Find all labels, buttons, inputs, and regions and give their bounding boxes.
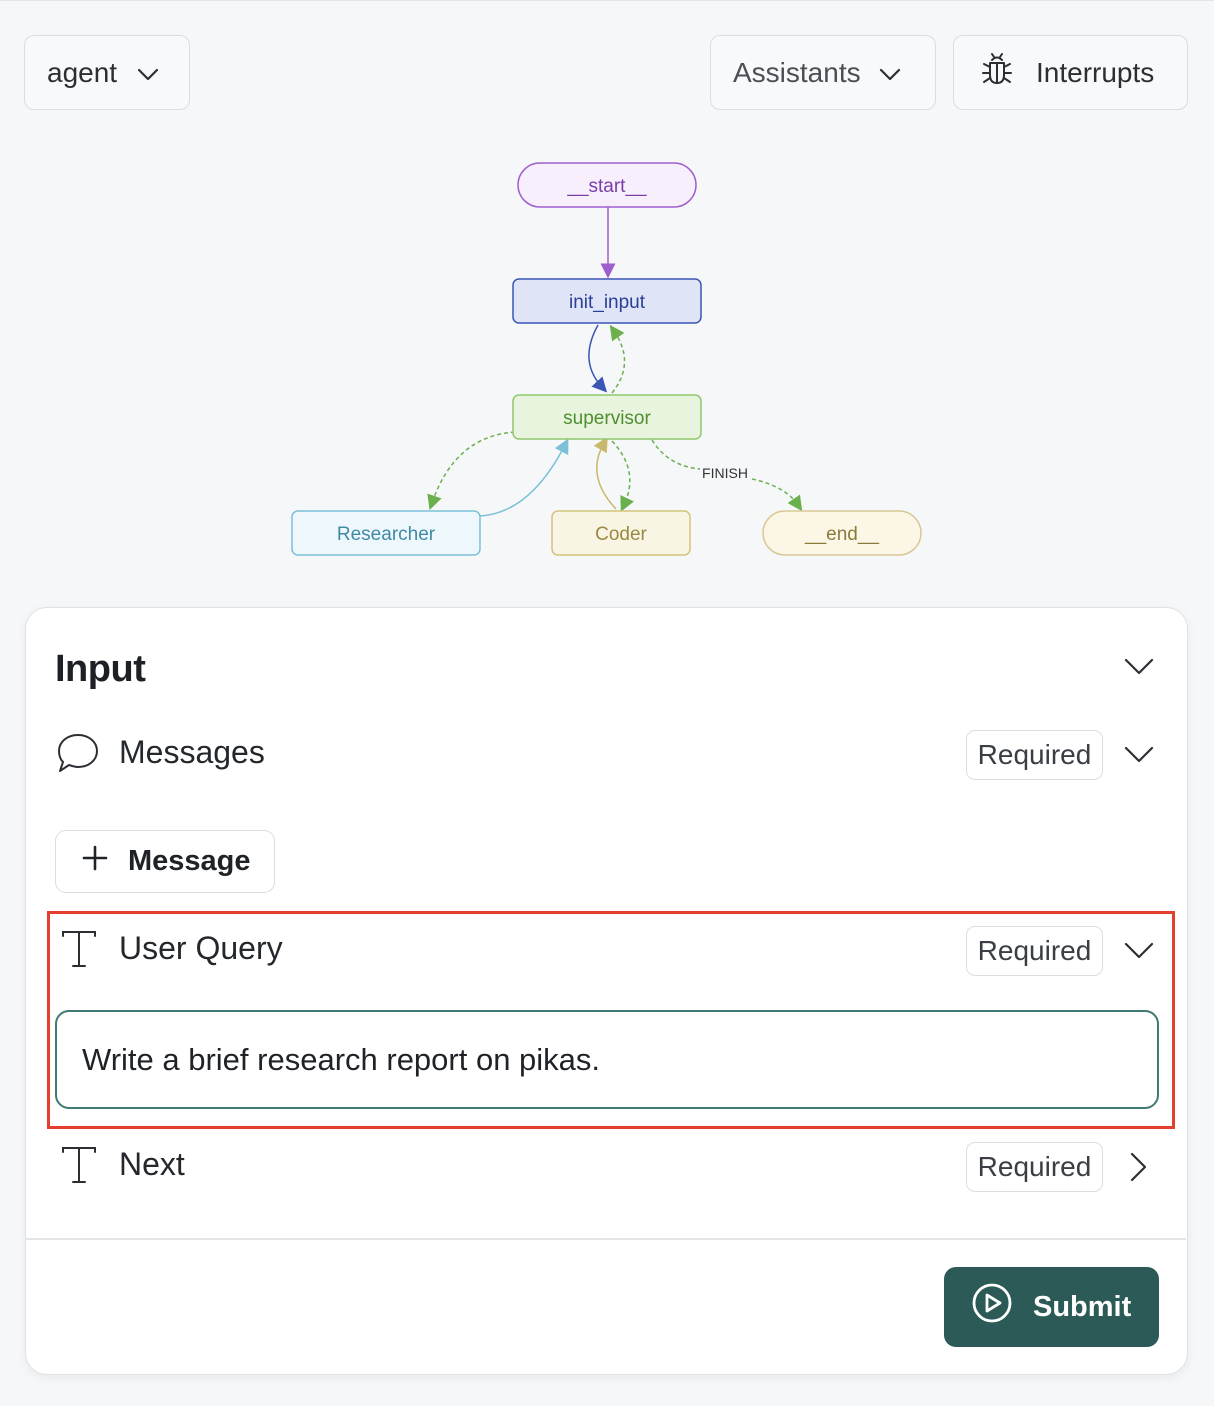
node-supervisor[interactable]: supervisor (512, 394, 702, 440)
assistants-button[interactable]: Assistants (710, 35, 936, 110)
user-query-label: User Query (119, 930, 283, 966)
chat-bubble-icon (56, 732, 100, 779)
user-query-required-badge: Required (966, 926, 1103, 976)
assistants-label: Assistants (733, 56, 861, 88)
chevron-down-icon (137, 57, 159, 89)
play-circle-icon (971, 1282, 1013, 1332)
submit-button[interactable]: Submit (944, 1267, 1159, 1347)
edge-supervisor-coder (611, 440, 634, 512)
submit-label: Submit (1033, 1290, 1132, 1323)
node-researcher[interactable]: Researcher (291, 510, 481, 556)
node-coder[interactable]: Coder (551, 510, 691, 556)
collapse-input-chevron-icon[interactable] (1124, 658, 1154, 681)
add-message-button[interactable]: Message (55, 830, 275, 893)
input-panel: Input Messages Required Message User Que… (25, 607, 1188, 1375)
bug-icon (980, 52, 1014, 93)
edge-init-supervisor (588, 324, 608, 393)
highlight-box (47, 911, 1175, 1129)
svg-text:Researcher: Researcher (337, 524, 436, 545)
agent-select-value: agent (47, 56, 118, 88)
edge-supervisor-init (609, 324, 626, 394)
svg-text:init_input: init_input (569, 292, 646, 313)
input-panel-title: Input (55, 648, 146, 690)
svg-text:__end__: __end__ (804, 524, 879, 545)
edge-supervisor-researcher (427, 431, 516, 511)
edge-supervisor-end (651, 439, 798, 505)
interrupts-button[interactable]: Interrupts (953, 35, 1188, 110)
svg-text:__start__: __start__ (566, 176, 647, 197)
chevron-down-icon[interactable] (1124, 746, 1154, 769)
chevron-down-icon[interactable] (1124, 942, 1154, 965)
node-start[interactable]: __start__ (517, 162, 697, 208)
edge-label-finish: FINISH (702, 465, 748, 481)
svg-text:Coder: Coder (595, 524, 647, 545)
node-init-input[interactable]: init_input (512, 278, 702, 324)
divider (26, 1238, 1186, 1240)
agent-select[interactable]: agent (24, 35, 190, 110)
svg-text:supervisor: supervisor (563, 408, 651, 429)
chevron-right-icon[interactable] (1130, 1152, 1148, 1187)
chevron-down-icon (879, 57, 901, 89)
user-query-input[interactable]: Write a brief research report on pikas. (55, 1010, 1159, 1109)
agent-graph: FINISH __start__ init_input supervisor R… (291, 162, 922, 556)
interrupts-label: Interrupts (1036, 56, 1155, 88)
edge-coder-supervisor (593, 436, 617, 510)
next-label: Next (119, 1146, 185, 1182)
add-message-label: Message (128, 845, 251, 877)
node-end[interactable]: __end__ (762, 510, 922, 556)
next-required-badge: Required (966, 1142, 1103, 1192)
edge-researcher-supervisor (479, 438, 569, 517)
text-type-icon (61, 930, 97, 973)
text-type-icon (61, 1146, 97, 1189)
plus-icon (82, 845, 108, 879)
messages-required-badge: Required (966, 730, 1103, 780)
messages-label: Messages (119, 734, 265, 770)
